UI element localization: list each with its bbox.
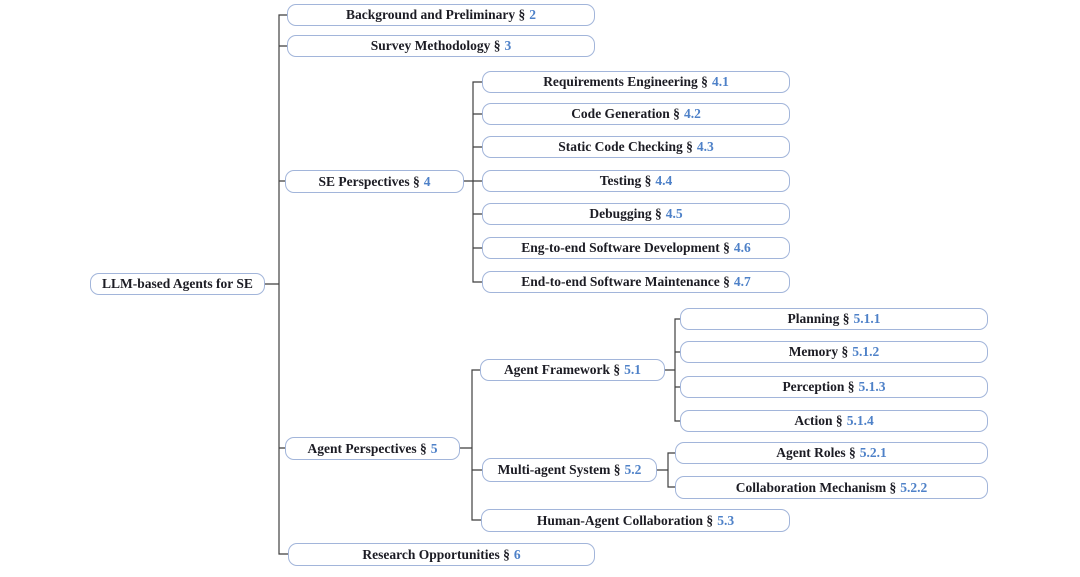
node-label: Debugging § <box>589 206 662 222</box>
node-label: Perception § <box>782 379 855 395</box>
section-link-5-1-4[interactable]: 5.1.4 <box>846 413 874 429</box>
node-survey-methodology: Survey Methodology § 3 <box>287 35 595 57</box>
node-end-to-end-software-development: Eng-to-end Software Development § 4.6 <box>482 237 790 259</box>
node-label: Eng-to-end Software Development § <box>521 240 730 256</box>
section-link-5-3[interactable]: 5.3 <box>717 512 735 528</box>
section-link-4-1[interactable]: 4.1 <box>711 74 729 90</box>
node-perception: Perception § 5.1.3 <box>680 376 988 398</box>
section-link-5-1-2[interactable]: 5.1.2 <box>852 344 880 360</box>
node-static-code-checking: Static Code Checking § 4.3 <box>482 136 790 158</box>
node-requirements-engineering: Requirements Engineering § 4.1 <box>482 71 790 93</box>
node-research-opportunities: Research Opportunities § 6 <box>288 543 595 566</box>
section-link-4-4[interactable]: 4.4 <box>655 173 673 189</box>
section-link-5[interactable]: 5 <box>430 440 438 456</box>
section-link-4-3[interactable]: 4.3 <box>696 139 714 155</box>
node-memory: Memory § 5.1.2 <box>680 341 988 363</box>
section-link-5-1-3[interactable]: 5.1.3 <box>858 379 886 395</box>
node-agent-framework: Agent Framework § 5.1 <box>480 359 665 381</box>
section-link-5-1[interactable]: 5.1 <box>624 362 642 378</box>
section-link-5-2[interactable]: 5.2 <box>624 462 642 478</box>
node-llm-based-agents-for-se: LLM-based Agents for SE <box>90 273 265 295</box>
node-code-generation: Code Generation § 4.2 <box>482 103 790 125</box>
node-label: SE Perspectives § <box>318 173 420 189</box>
section-link-2[interactable]: 2 <box>529 7 536 23</box>
node-end-to-end-software-maintenance: End-to-end Software Maintenance § 4.7 <box>482 271 790 293</box>
node-label: LLM-based Agents for SE <box>102 276 253 292</box>
node-label: Code Generation § <box>571 106 680 122</box>
node-collaboration-mechanism: Collaboration Mechanism § 5.2.2 <box>675 476 988 499</box>
node-debugging: Debugging § 4.5 <box>482 203 790 225</box>
node-label: Background and Preliminary § <box>346 7 526 23</box>
node-label: Agent Perspectives § <box>307 440 427 456</box>
node-action: Action § 5.1.4 <box>680 410 988 432</box>
section-link-3[interactable]: 3 <box>504 38 512 54</box>
node-label: Memory § <box>788 344 849 360</box>
node-label: Requirements Engineering § <box>543 74 708 90</box>
node-multi-agent-system: Multi-agent System § 5.2 <box>482 458 657 482</box>
section-link-4-7[interactable]: 4.7 <box>733 274 751 290</box>
node-label: End-to-end Software Maintenance § <box>521 274 730 290</box>
node-background-and-preliminary: Background and Preliminary § 2 <box>287 4 595 26</box>
section-link-4-2[interactable]: 4.2 <box>683 106 701 122</box>
node-label: Multi-agent System § <box>497 462 621 478</box>
node-label: Agent Framework § <box>503 362 621 378</box>
section-link-4-6[interactable]: 4.6 <box>733 240 751 256</box>
node-agent-perspectives: Agent Perspectives § 5 <box>285 437 460 460</box>
node-label: Human-Agent Collaboration § <box>536 512 714 528</box>
node-se-perspectives: SE Perspectives § 4 <box>285 170 464 193</box>
node-label: Survey Methodology § <box>370 38 501 54</box>
node-label: Testing § <box>599 173 652 189</box>
node-planning: Planning § 5.1.1 <box>680 308 988 330</box>
node-label: Static Code Checking § <box>558 139 693 155</box>
node-label: Agent Roles § <box>776 445 856 461</box>
section-link-5-1-1[interactable]: 5.1.1 <box>853 311 881 327</box>
node-label: Research Opportunities § <box>362 546 510 562</box>
node-label: Planning § <box>787 311 850 327</box>
section-link-4[interactable]: 4 <box>423 173 431 189</box>
node-human-agent-collaboration: Human-Agent Collaboration § 5.3 <box>481 509 790 532</box>
node-testing: Testing § 4.4 <box>482 170 790 192</box>
section-link-5-2-1[interactable]: 5.2.1 <box>859 445 887 461</box>
node-agent-roles: Agent Roles § 5.2.1 <box>675 442 988 464</box>
node-label: Action § <box>794 413 843 429</box>
section-link-4-5[interactable]: 4.5 <box>665 206 683 222</box>
node-label: Collaboration Mechanism § <box>735 479 897 495</box>
section-link-6[interactable]: 6 <box>513 546 521 562</box>
section-link-5-2-2[interactable]: 5.2.2 <box>900 479 928 495</box>
